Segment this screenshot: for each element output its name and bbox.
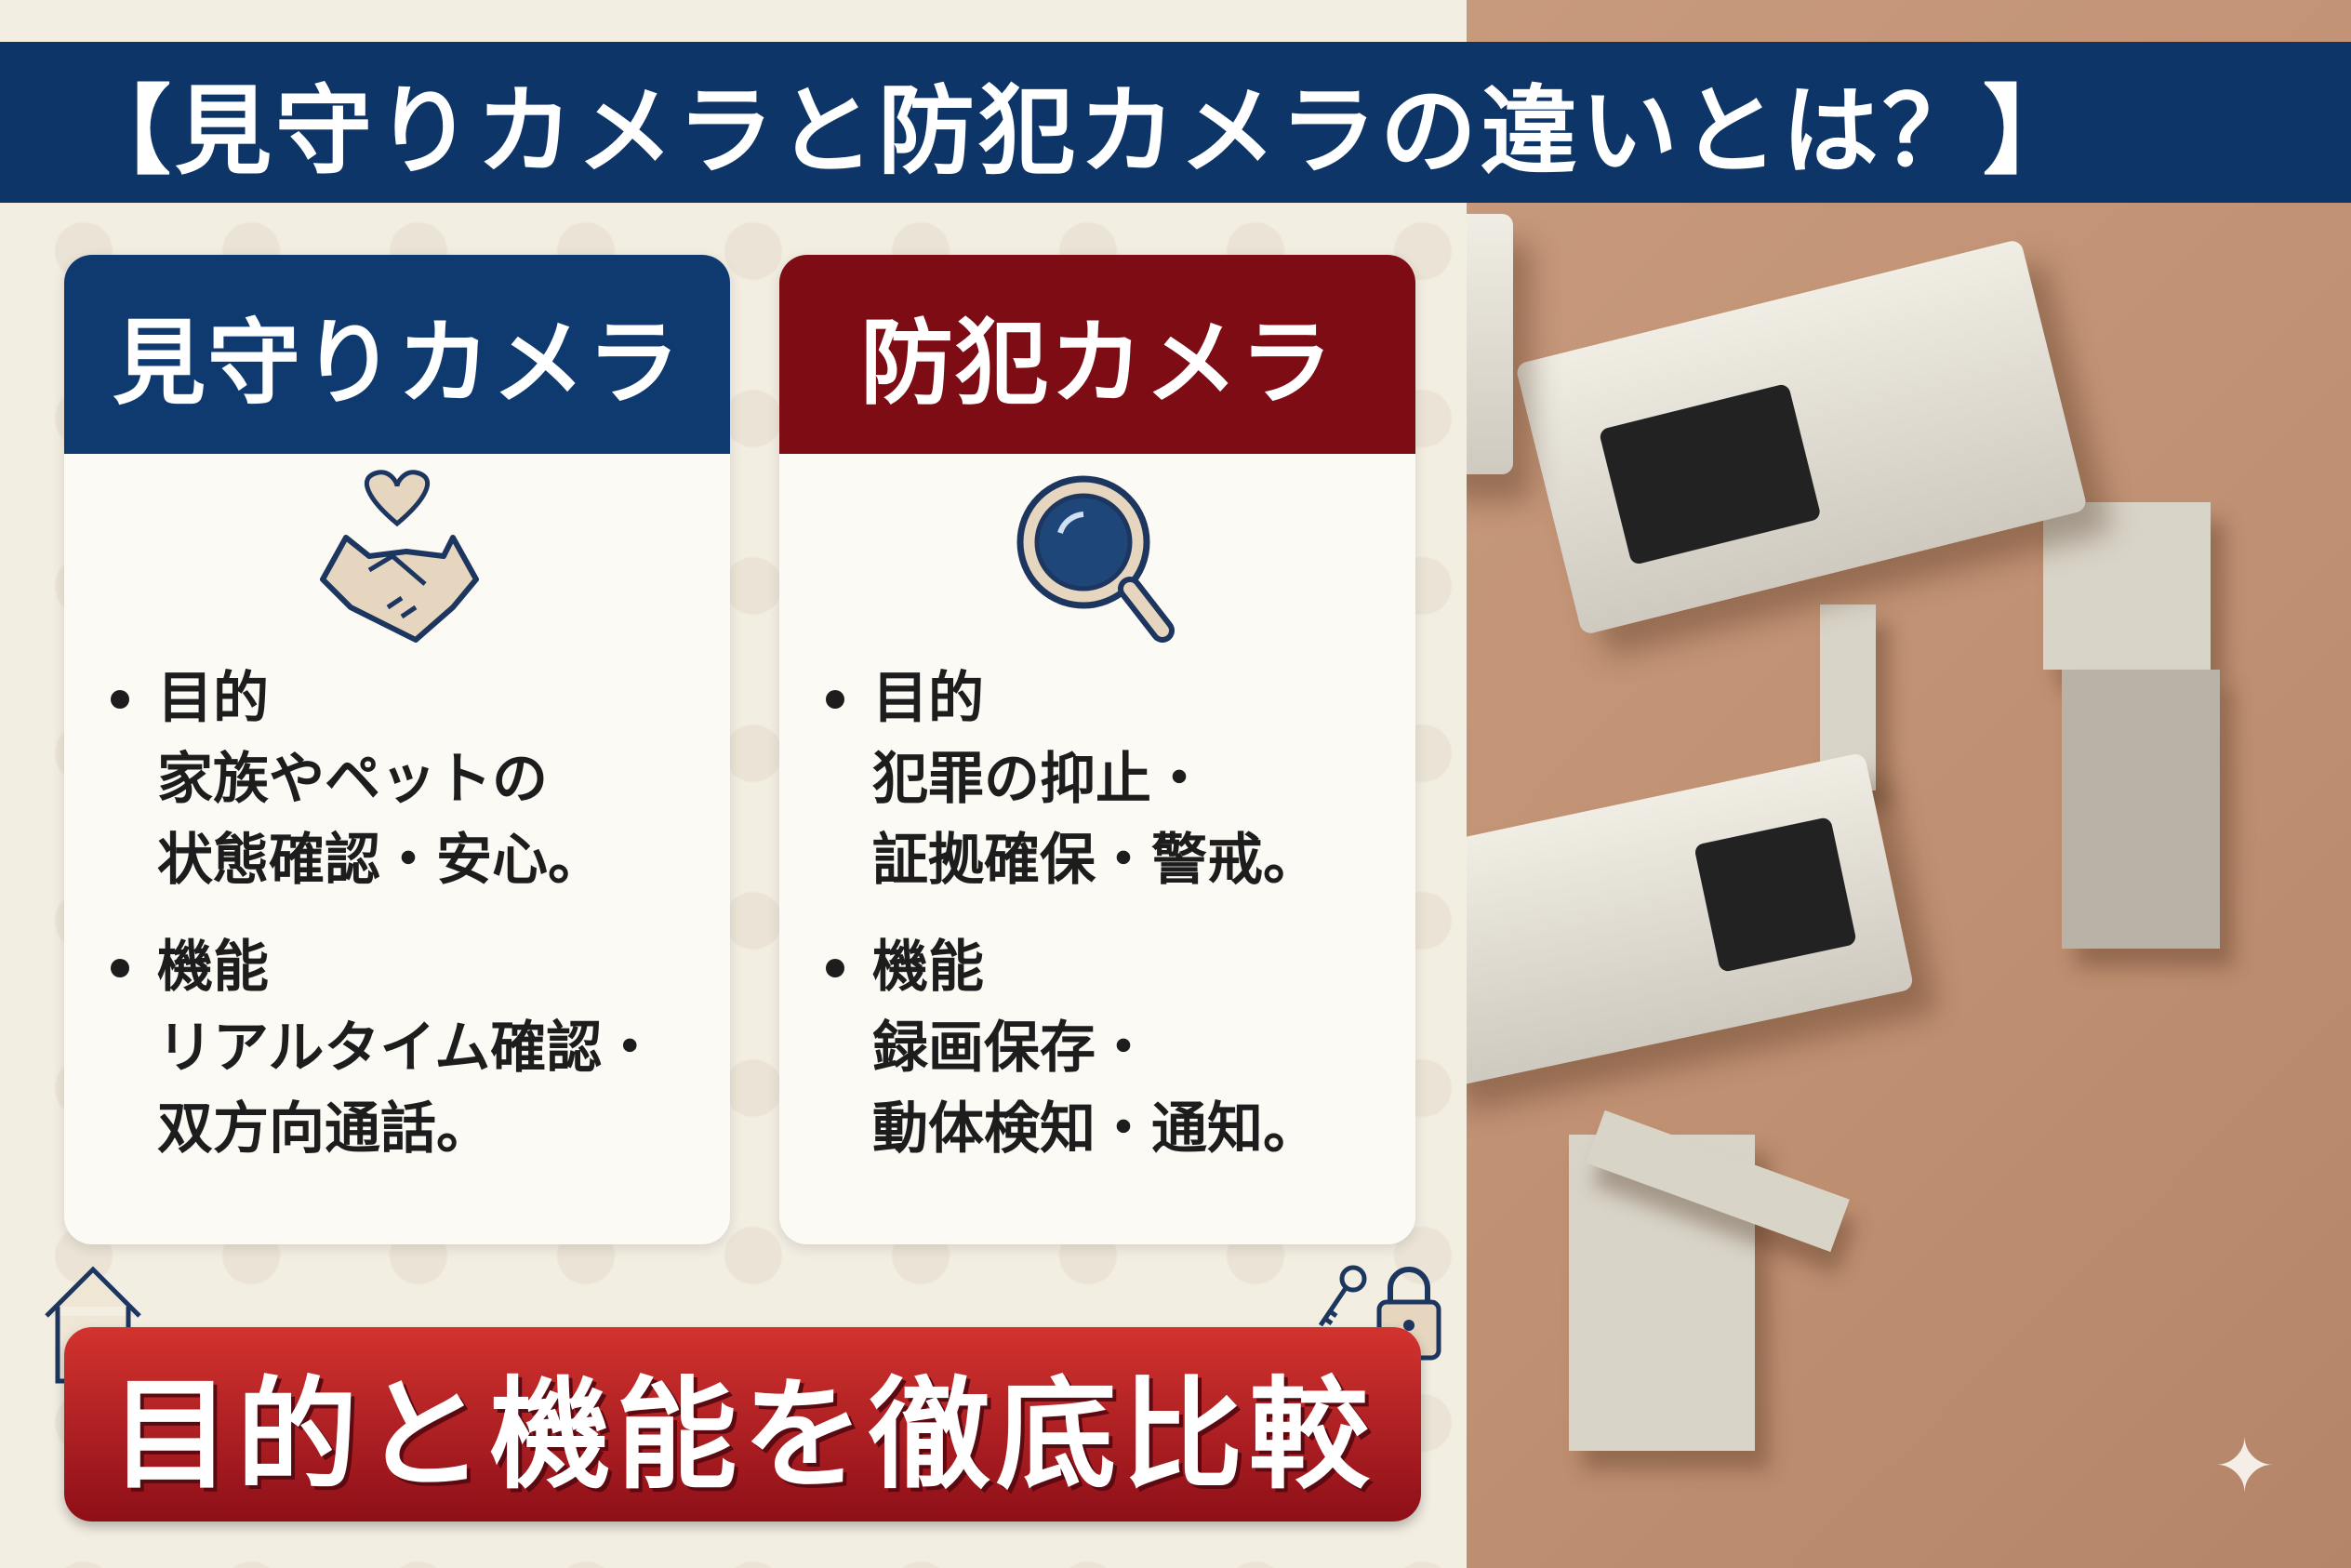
list-item: 目的家族やペットの状態確認・安心。 <box>101 658 730 901</box>
card-heading: 防犯カメラ <box>779 255 1415 454</box>
page-title: 【見守りカメラと防犯カメラの違いとは？】 <box>0 42 2351 203</box>
sparkle-icon: ✦ <box>2213 1423 2277 1509</box>
camera-housing <box>1467 214 1513 474</box>
comparison-banner: 目的と機能を徹底比較 <box>64 1327 1421 1521</box>
wall-mount-plate <box>2062 670 2220 949</box>
item-text: 録画保存・ <box>872 1016 1151 1081</box>
item-label: 目的 <box>157 666 269 731</box>
item-text: リアルタイム確認・ <box>157 1016 658 1081</box>
heart-handshake-icon <box>64 463 730 649</box>
junction-box <box>2043 502 2211 670</box>
magnifier-icon <box>779 463 1415 649</box>
list-item: 目的犯罪の抑止・証拠確保・警戒。 <box>817 658 1415 901</box>
item-text: 証拠確保・警戒。 <box>872 828 1319 893</box>
item-label: 目的 <box>872 666 984 731</box>
watch-camera-card: 見守りカメラ 目的家族やペットの状態確認・安心。 機能リアルタイム確認・双方向通… <box>64 255 730 1244</box>
camera-housing <box>1515 238 2088 636</box>
item-text: 状態確認・安心。 <box>157 828 604 893</box>
item-text: 家族やペットの <box>157 747 548 812</box>
security-camera-photo <box>1467 0 2351 1568</box>
camera-lens <box>1694 816 1857 973</box>
item-label: 機能 <box>157 935 269 1000</box>
security-camera-card: 防犯カメラ 目的犯罪の抑止・証拠確保・警戒。 機能録画保存・動体検知・通知。 <box>779 255 1415 1244</box>
item-text: 犯罪の抑止・ <box>872 747 1207 812</box>
item-text: 双方向通話。 <box>157 1096 492 1162</box>
camera-housing <box>1467 751 1915 1090</box>
camera-lens <box>1598 382 1822 566</box>
list-item: 機能録画保存・動体検知・通知。 <box>817 927 1415 1170</box>
card-heading: 見守りカメラ <box>64 255 730 454</box>
list-item: 機能リアルタイム確認・双方向通話。 <box>101 927 730 1170</box>
item-text: 動体検知・通知。 <box>872 1096 1319 1162</box>
item-label: 機能 <box>872 935 984 1000</box>
